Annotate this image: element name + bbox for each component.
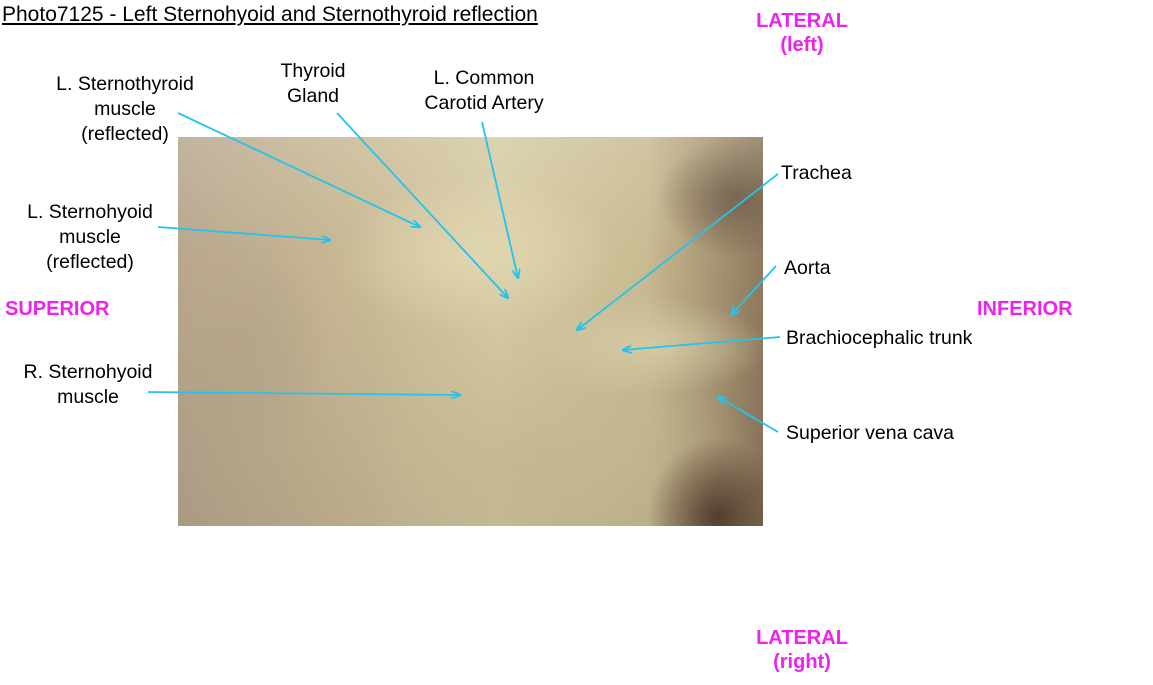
label-l-sternothyroid: L. Sternothyroid muscle (reflected) xyxy=(40,72,210,147)
label-l-sternohyoid: L. Sternohyoid muscle (reflected) xyxy=(10,200,170,275)
label-line: R. Sternohyoid xyxy=(23,361,153,383)
orientation-subtext: (left) xyxy=(780,34,824,56)
label-aorta: Aorta xyxy=(784,257,831,279)
label-l-common-carotid: L. Common Carotid Artery xyxy=(404,66,564,116)
label-line: muscle xyxy=(57,386,119,408)
label-line: muscle xyxy=(94,98,156,120)
label-line: (reflected) xyxy=(81,123,169,145)
label-trachea: Trachea xyxy=(781,162,852,184)
orientation-text: LATERAL xyxy=(756,627,848,649)
page-title: Photo7125 - Left Sternohyoid and Sternot… xyxy=(2,3,538,26)
label-line: Gland xyxy=(286,85,340,107)
orientation-inferior: INFERIOR xyxy=(977,298,1073,320)
label-line: L. Sternohyoid xyxy=(27,201,153,223)
arrow-thyroid-gland xyxy=(336,112,508,298)
arrow-superior-vena-cava xyxy=(718,397,779,433)
label-thyroid-gland: Thyroid Gland xyxy=(263,59,363,109)
arrow-l-sternohyoid xyxy=(157,226,330,240)
label-brachiocephalic-trunk: Brachiocephalic trunk xyxy=(786,327,973,349)
label-superior-vena-cava: Superior vena cava xyxy=(786,422,955,444)
label-line: Carotid Artery xyxy=(424,92,544,114)
label-r-sternohyoid: R. Sternohyoid muscle xyxy=(8,360,168,410)
orientation-text: LATERAL xyxy=(756,10,848,32)
arrow-trachea xyxy=(577,173,779,330)
orientation-lateral-left: LATERAL (left) xyxy=(742,9,862,57)
label-line: (reflected) xyxy=(46,251,134,273)
label-line: Thyroid xyxy=(280,60,346,82)
arrow-l-sternothyroid xyxy=(177,112,420,227)
arrow-aorta xyxy=(731,265,777,315)
orientation-subtext: (right) xyxy=(773,651,831,673)
dissection-photo xyxy=(178,137,763,526)
arrow-r-sternohyoid xyxy=(147,392,460,395)
arrow-l-common-carotid xyxy=(481,121,518,278)
label-line: muscle xyxy=(59,226,121,248)
orientation-superior: SUPERIOR xyxy=(5,298,110,320)
orientation-lateral-right: LATERAL (right) xyxy=(742,626,862,674)
label-line: L. Sternothyroid xyxy=(56,73,194,95)
arrow-brachiocephalic-trunk xyxy=(623,336,781,350)
label-line: L. Common xyxy=(433,67,535,89)
